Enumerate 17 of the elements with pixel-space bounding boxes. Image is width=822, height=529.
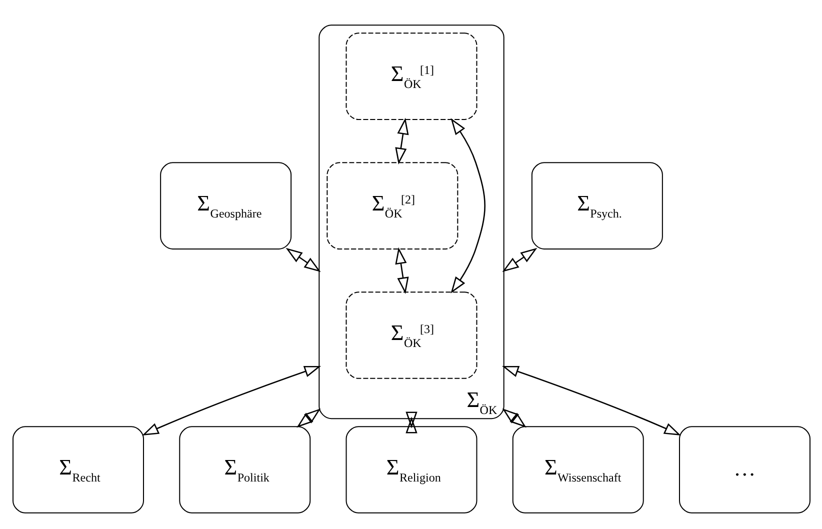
node-box: …: [678, 426, 810, 513]
arrow: [450, 118, 485, 293]
node-box: Σ$_{Recht}$: [12, 426, 144, 513]
arrow: [502, 247, 537, 272]
arrow: [142, 365, 321, 435]
arrow: [502, 408, 526, 428]
node-box: Σ$_{Religion}$: [345, 426, 477, 513]
node-box: Σ$_{Wissenschaft}$: [512, 426, 644, 513]
arrow: [296, 408, 320, 428]
arrow: [394, 246, 408, 294]
arrow: [394, 117, 408, 164]
arrow: [501, 365, 680, 435]
node-box: Σ$_{Psych.}$: [530, 162, 662, 249]
node-box: Σ$_{Geosphäre}$: [160, 162, 292, 249]
arrow: [285, 247, 320, 272]
arrow: [405, 411, 417, 433]
node-box: Σ$_{Politik}$: [178, 426, 310, 513]
